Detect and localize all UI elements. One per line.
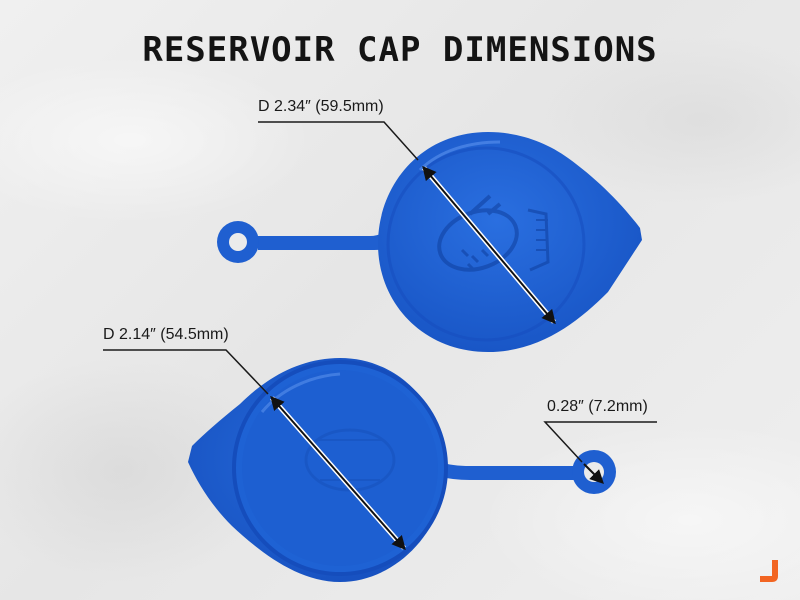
cap-top-diameter-label: D 2.34″ (59.5mm)	[258, 98, 384, 115]
cap-top-tether	[258, 218, 400, 250]
brand-logo-icon	[760, 560, 778, 582]
dimension-line-hole	[543, 421, 657, 484]
cap-bottom-diameter-label: D 2.14″ (54.5mm)	[103, 326, 229, 343]
dimension-line-bottom	[103, 349, 406, 551]
tether-hole-label: 0.28″ (7.2mm)	[547, 398, 648, 415]
dimension-line-top	[258, 121, 556, 325]
cap-bottom-tether	[438, 462, 578, 480]
cap-top	[217, 132, 642, 352]
cap-top-body	[378, 132, 642, 352]
page-title: RESERVOIR CAP DIMENSIONS	[142, 30, 658, 70]
